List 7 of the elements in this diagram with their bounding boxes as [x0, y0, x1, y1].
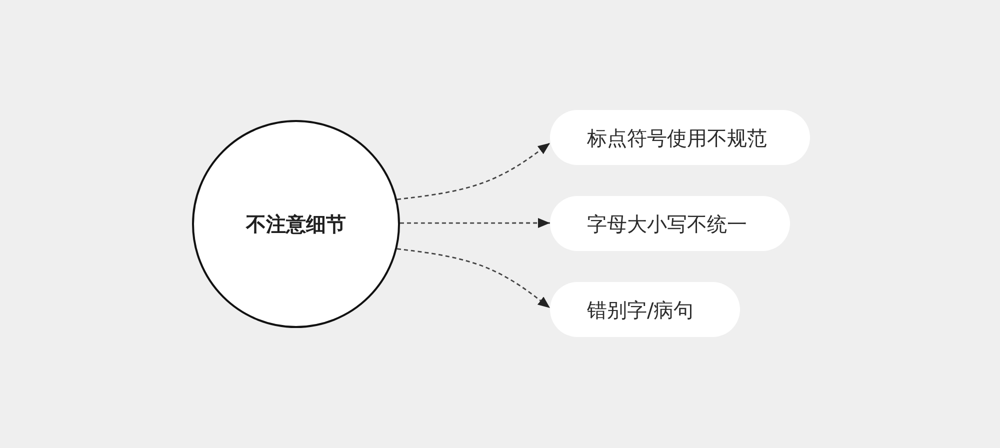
category-text: 字母大小写不统一	[587, 212, 747, 236]
category-text: 错别字/病句	[587, 298, 694, 322]
dashed-arrow	[400, 218, 550, 228]
dashed-arrow	[396, 142, 550, 200]
dashed-arrow	[396, 248, 550, 309]
category-text: 标点符号使用不规范	[587, 126, 767, 150]
topic-text: 不注意细节	[246, 212, 346, 236]
